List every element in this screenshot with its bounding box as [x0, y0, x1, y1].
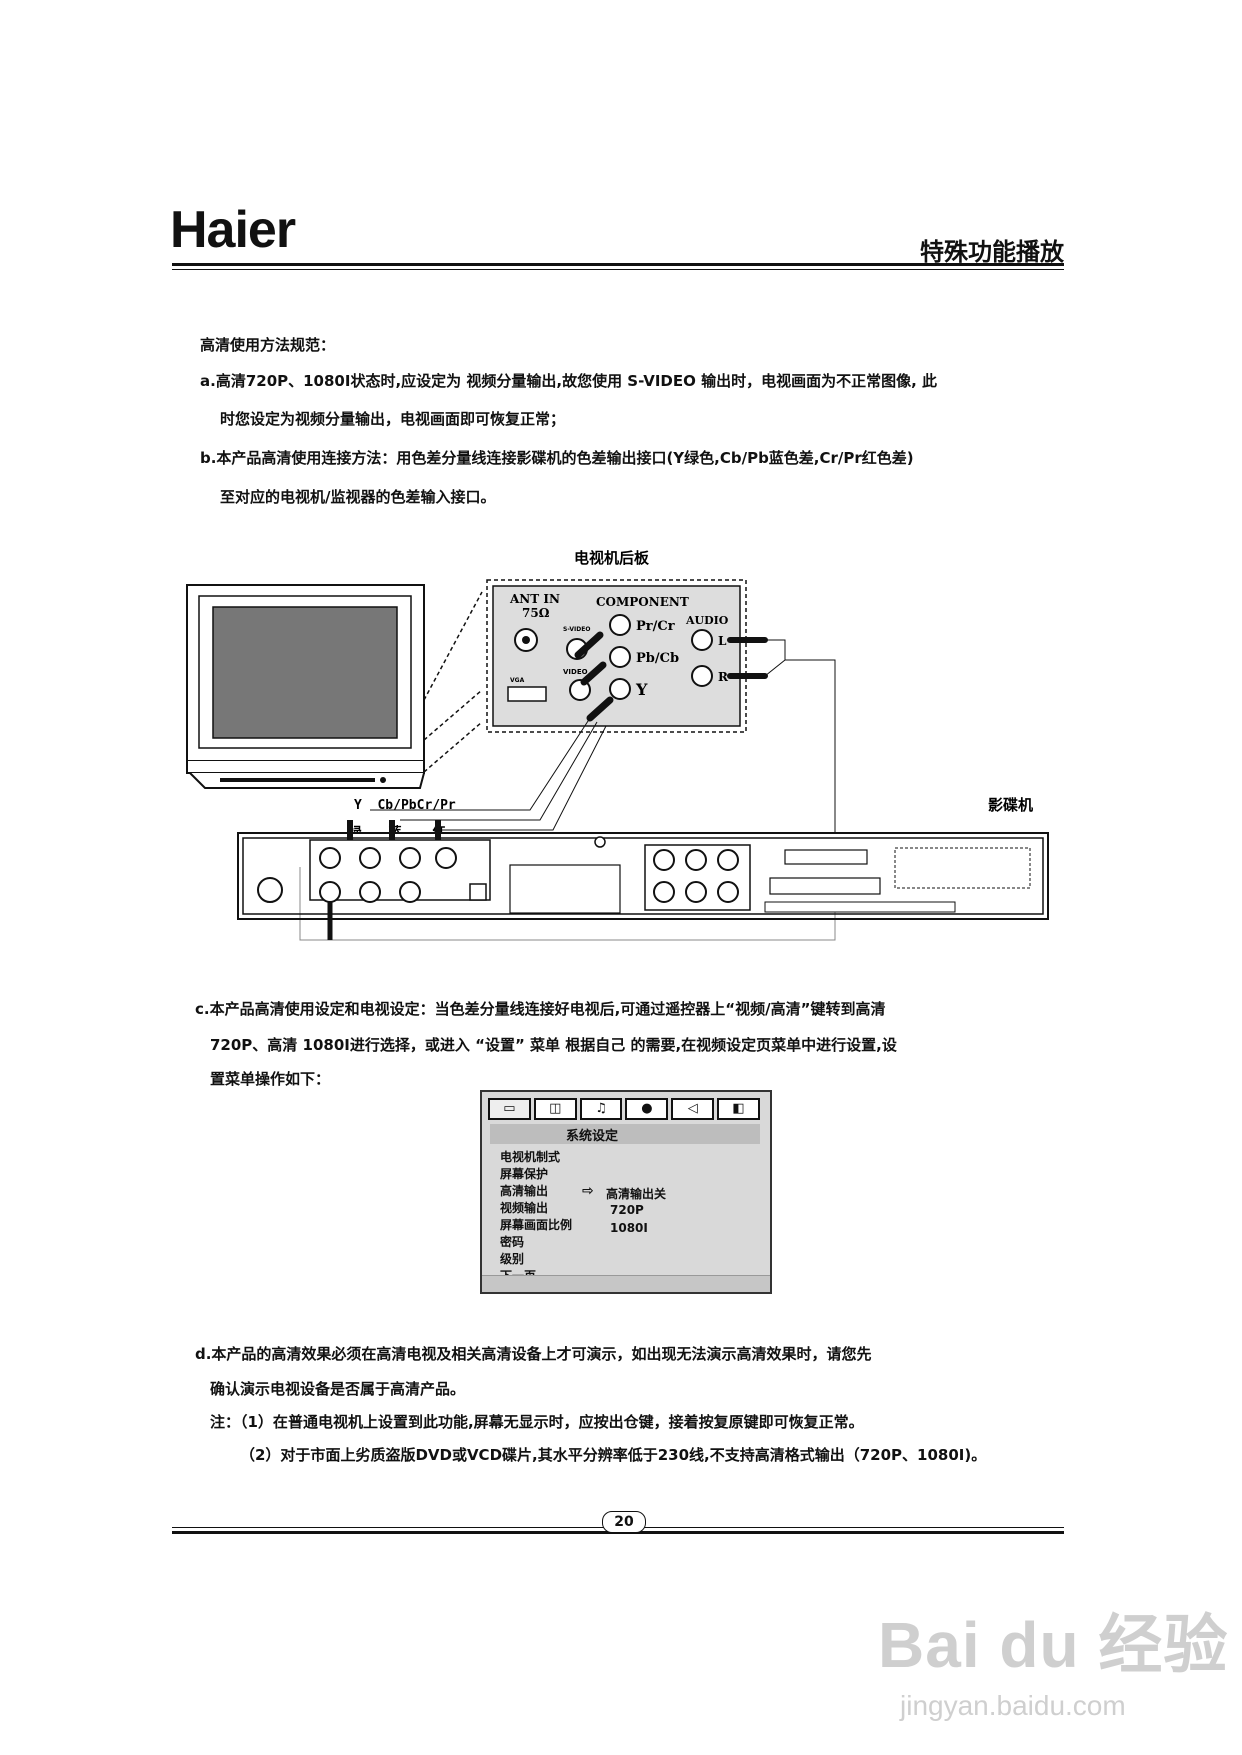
baidu-watermark-url: jingyan.baidu.com	[900, 1690, 1126, 1721]
para-d-line1: d.本产品的高清效果必须在高清电视及相关高清设备上才可演示，如出现无法演示高清效…	[195, 1345, 872, 1363]
menu-option-720p[interactable]: 720P	[610, 1203, 644, 1217]
menu-item-tv-system[interactable]: 电视机制式	[500, 1150, 561, 1164]
para-c-line3: 置菜单操作如下：	[210, 1070, 331, 1088]
monitor-icon[interactable]: ▭	[488, 1098, 531, 1120]
audio-r-label: R	[718, 670, 729, 684]
header-rule	[172, 263, 1064, 266]
disc-icon[interactable]: ●	[625, 1098, 669, 1120]
menu-item-aspect-ratio[interactable]: 屏幕画面比例	[500, 1218, 573, 1232]
menu-item-hd-output[interactable]: 高清输出	[500, 1184, 549, 1198]
page-number: 20	[602, 1511, 646, 1533]
pb-cb-label: Pb/Cb	[636, 651, 679, 666]
ohm-label: 75Ω	[522, 606, 550, 620]
camera-icon[interactable]: ◫	[533, 1098, 577, 1120]
connection-diagram: 电视机后板 ANT IN 75Ω COMPONENT Pr/Cr Pb/Cb Y…	[186, 549, 1049, 941]
menu-item-level[interactable]: 级别	[500, 1252, 525, 1266]
baidu-watermark: Bai du 经验	[878, 1609, 1229, 1681]
ant-in-label: ANT IN	[509, 592, 560, 606]
heading: 高清使用方法规范：	[200, 336, 336, 354]
menu-option-hd-off[interactable]: 高清输出关	[606, 1187, 667, 1201]
svideo-label: S-VIDEO	[563, 626, 590, 633]
para-b-line2: 至对应的电视机/监视器的色差输入接口。	[220, 488, 496, 506]
audio-label: AUDIO	[685, 614, 729, 627]
menu-title: 系统设定	[566, 1129, 619, 1144]
brand-logo: Haier	[170, 201, 296, 259]
player-label: 影碟机	[988, 796, 1033, 814]
cable-header: Y Cb/PbCr/Pr	[354, 798, 456, 813]
audio-l-label: L	[718, 634, 727, 648]
para-c-line1: c.本产品高清使用设定和电视设定：当色差分量线连接好电视后,可通过遥控器上“视频…	[195, 1000, 886, 1018]
menu-arrow-icon: ⇨	[582, 1183, 594, 1199]
para-b-line1: b.本产品高清使用连接方法：用色差分量线连接影碟机的色差输出接口(Y绿色,Cb/…	[200, 449, 914, 467]
menu-item-screen-saver[interactable]: 屏幕保护	[500, 1167, 549, 1181]
para-c-line2: 720P、高清 1080I进行选择，或进入 “设置” 菜单 根据自己 的需要,在…	[210, 1036, 897, 1054]
component-label: COMPONENT	[596, 595, 689, 609]
y-label: Y	[635, 680, 648, 699]
menu-icon-bar: ▭ ◫ ♫ ● ◁ ◧	[488, 1098, 760, 1120]
note-2: （2）对于市面上劣质盗版DVD或VCD碟片,其水平分辨率低于230线,不支持高清…	[240, 1446, 987, 1464]
vga-label: VGA	[510, 677, 525, 684]
menu-item-video-output[interactable]: 视频输出	[500, 1201, 549, 1215]
video-label: VIDEO	[563, 668, 588, 676]
section-title: 特殊功能播放	[920, 238, 1064, 266]
dolby-icon[interactable]: ◧	[717, 1098, 760, 1120]
tv-panel-title: 电视机后板	[574, 549, 650, 567]
pr-cr-label: Pr/Cr	[636, 619, 675, 634]
para-a-line1: a.高清720P、1080I状态时,应设定为 视频分量输出,故您使用 S-VID…	[200, 372, 938, 390]
menu-bottom-strip	[482, 1275, 770, 1292]
speaker-icon[interactable]: ◁	[671, 1098, 715, 1120]
menu-title-band	[490, 1124, 760, 1144]
settings-menu: ▭ ◫ ♫ ● ◁ ◧ 系统设定 电视机制式 屏幕保护 高清输出 视频输出 屏幕…	[480, 1090, 772, 1294]
note-1: 注：（1）在普通电视机上设置到此功能,屏幕无显示时，应按出仓键，接着按复原键即可…	[210, 1413, 864, 1431]
para-a-line2: 时您设定为视频分量输出，电视画面即可恢复正常；	[220, 410, 566, 428]
menu-item-password[interactable]: 密码	[500, 1235, 525, 1249]
menu-option-1080i[interactable]: 1080I	[610, 1221, 648, 1235]
tv-icon	[186, 584, 425, 789]
music-icon[interactable]: ♫	[579, 1098, 623, 1120]
header-rule-thin	[172, 269, 1064, 270]
para-d-line2: 确认演示电视设备是否属于高清产品。	[210, 1380, 466, 1398]
